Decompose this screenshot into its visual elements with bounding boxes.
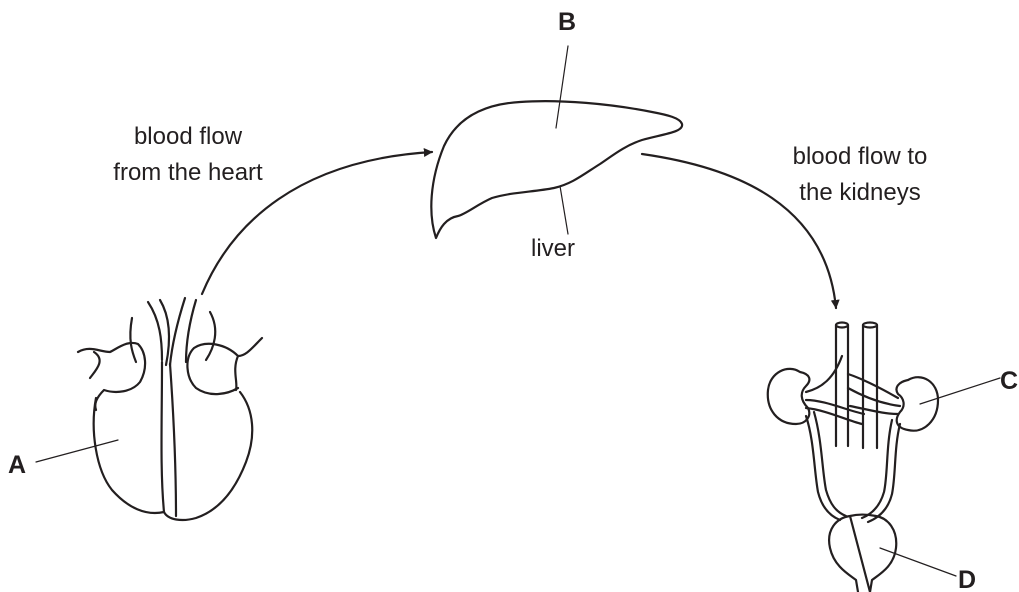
- right-ureter-inner: [860, 418, 894, 520]
- kidney-vessel-right-top: [861, 321, 879, 329]
- label-d: D: [958, 566, 976, 592]
- heart-body: [92, 390, 254, 522]
- left-kidney: [766, 367, 811, 426]
- heart-vessel-left-inner: [146, 300, 164, 362]
- arrow-liver-to-kidneys: [640, 152, 840, 310]
- kidney-vessel-left-top: [834, 321, 850, 329]
- heart-left-atrium-detail: [88, 350, 101, 380]
- right-ureter: [866, 422, 902, 524]
- liver-outline: [430, 100, 684, 240]
- heart-vessel-center-right: [168, 296, 187, 367]
- arrow-heart-to-liver: [200, 148, 434, 296]
- leader-line-liver: [559, 185, 569, 235]
- left-ureter: [804, 414, 842, 522]
- label-a: A: [8, 451, 26, 479]
- label-flow-from-heart-line-1: blood flow: [134, 123, 243, 150]
- kidney-vessel-left: [834, 323, 850, 448]
- label-flow-to-kidneys-line-1: blood flow to: [793, 143, 928, 170]
- renal-vessel-right-2: [846, 386, 902, 408]
- renal-vessel-left-2: [804, 398, 866, 416]
- label-b: B: [558, 8, 576, 36]
- renal-vessel-left-1: [804, 354, 844, 394]
- heart-vessel-right-inner: [184, 298, 198, 364]
- heart-vessel-right-outer: [204, 310, 217, 362]
- bladder: [828, 513, 898, 592]
- label-flow-from-heart-line-2: from the heart: [113, 159, 263, 186]
- heart-vessel-center-left: [158, 298, 171, 367]
- heart-septum-right: [168, 362, 178, 518]
- leader-line-a: [35, 439, 119, 463]
- heart-right-atrium: [186, 336, 264, 396]
- leader-line-d: [879, 547, 957, 577]
- heart-vessel-left-outer: [129, 316, 138, 364]
- label-c: C: [1000, 367, 1018, 395]
- heart-septum: [160, 360, 166, 514]
- kidneys-and-bladder-drawing: [766, 321, 940, 592]
- label-flow-to-kidneys-line-2: the kidneys: [799, 179, 920, 206]
- leader-line-b: [555, 45, 569, 129]
- renal-vessel-left-3: [804, 406, 864, 426]
- heart-drawing: [76, 296, 264, 522]
- liver-drawing: [430, 100, 684, 240]
- heart-left-atrium: [76, 341, 147, 412]
- leader-line-c: [919, 377, 1001, 405]
- renal-vessel-right-3: [848, 404, 900, 416]
- label-liver: liver: [531, 235, 575, 262]
- right-kidney: [895, 376, 940, 432]
- heart-right-atrium-detail: [234, 354, 240, 392]
- left-ureter-inner: [812, 410, 848, 518]
- renal-vessel-right-1: [846, 372, 900, 400]
